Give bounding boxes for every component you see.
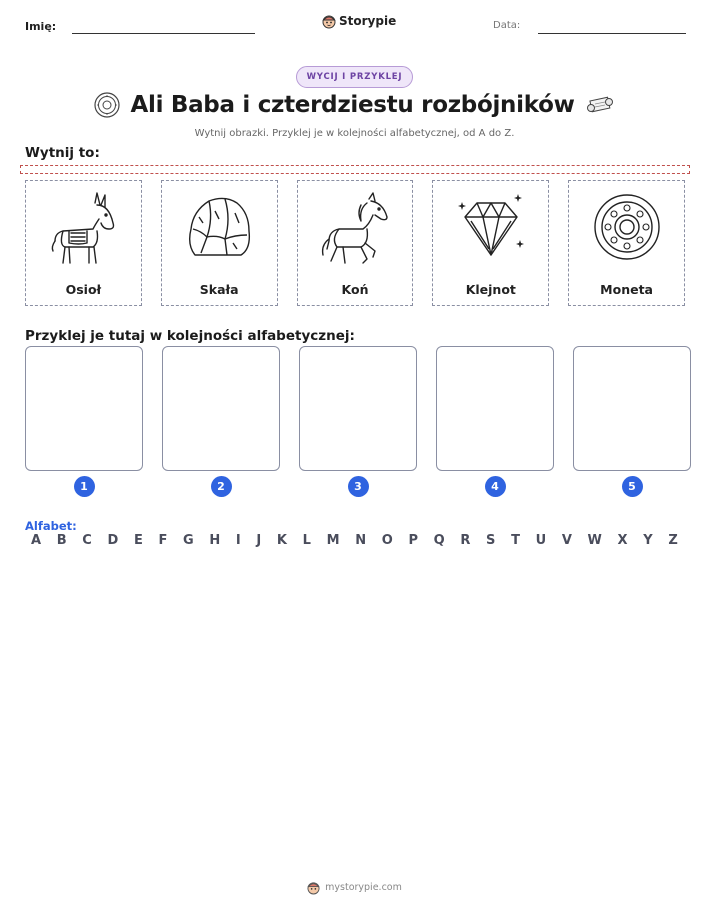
alphabet-letter: R [460,533,471,548]
donkey-icon [52,192,115,264]
paste-box[interactable] [25,346,143,471]
pie-mascot-icon [322,15,336,29]
alphabet-letter: X [617,533,628,548]
name-line [72,33,255,34]
cut-card-horse[interactable]: Koń [296,180,414,306]
alphabet-letter: N [355,533,367,548]
scroll-icon [586,96,613,113]
alphabet-letter: Q [433,533,445,548]
cut-label: Skała [199,282,239,297]
footer: mystorypie.com [0,880,709,895]
paste-box[interactable] [299,346,417,471]
slot-number: 4 [484,476,506,497]
alphabet-letter: T [511,533,520,548]
cut-card-coin[interactable]: Moneta [568,180,685,306]
logo-text: Storypie [339,14,397,28]
alphabet-letter: S [486,533,496,548]
alphabet-letter: Y [643,533,653,548]
jewel-icon [457,194,524,256]
slot-number: 2 [210,476,232,497]
cut-label: Klejnot [465,282,516,297]
coin-icon [593,194,660,260]
horse-icon [321,192,388,264]
paste-slot: 4 [436,346,554,497]
alphabet-letter: L [302,533,311,548]
cut-heading: Wytnij to: [25,145,100,161]
slot-number: 3 [347,476,369,497]
slot-number: 5 [621,476,643,497]
cut-card-donkey[interactable]: Osioł [25,180,142,306]
alphabet-letter: U [535,533,547,548]
storypie-logo: Storypie [322,13,396,29]
paste-heading: Przyklej je tutaj w kolejności alfabetyc… [25,328,355,344]
cut-label: Osioł [65,282,102,297]
cut-card-rock[interactable]: Skała [160,180,278,306]
alphabet-letter: B [56,533,67,548]
alphabet-title: Alfabet: [25,519,77,533]
alphabet-letter: I [235,533,241,548]
alphabet-letter: E [133,533,143,548]
alphabet-letter: W [587,533,602,548]
alphabet-letter: O [381,533,393,548]
name-label: Imię: [25,20,57,33]
alphabet-row: A B C D E F G H I J K L M N O P Q R S T … [25,533,685,548]
paste-box[interactable] [436,346,554,471]
date-label: Data: [493,20,521,31]
cut-card-jewel[interactable]: Klejnot [432,180,550,306]
alphabet-letter: D [107,533,119,548]
alphabet-letter: F [158,533,168,548]
alphabet-letter: Z [668,533,678,548]
alphabet-letter: H [209,533,221,548]
coin-icon [94,92,121,118]
footer-url[interactable]: mystorypie.com [325,882,402,893]
alphabet-letter: M [326,533,340,548]
paste-box[interactable] [162,346,280,471]
instructions: Wytnij obrazki. Przyklej je w kolejności… [194,128,515,139]
paste-slot: 1 [25,346,143,497]
cut-line [20,165,690,174]
alphabet-letter: K [276,533,287,548]
date-line [538,33,686,34]
page-title: Ali Baba i czterdziestu rozbójników [130,92,575,118]
cut-label: Moneta [600,282,653,297]
cut-cards: Osioł Skała [25,180,685,306]
alphabet-letter: A [31,533,42,548]
alphabet-letter: J [256,533,262,548]
title-row: Ali Baba i czterdziestu rozbójników [0,92,709,118]
paste-slot: 2 [162,346,280,497]
alphabet-letter: C [82,533,92,548]
cut-label: Koń [341,282,369,297]
pie-mascot-icon [307,882,320,895]
alphabet-letter: P [408,533,418,548]
paste-slots: 1 2 3 4 5 [25,346,691,497]
rock-icon [189,197,251,256]
paste-box[interactable] [573,346,691,471]
activity-badge: WYCIJ I PRZYKLEJ [296,66,413,88]
alphabet-letter: G [183,533,194,548]
paste-slot: 5 [573,346,691,497]
paste-slot: 3 [299,346,417,497]
alphabet-letter: V [561,533,572,548]
slot-number: 1 [73,476,95,497]
